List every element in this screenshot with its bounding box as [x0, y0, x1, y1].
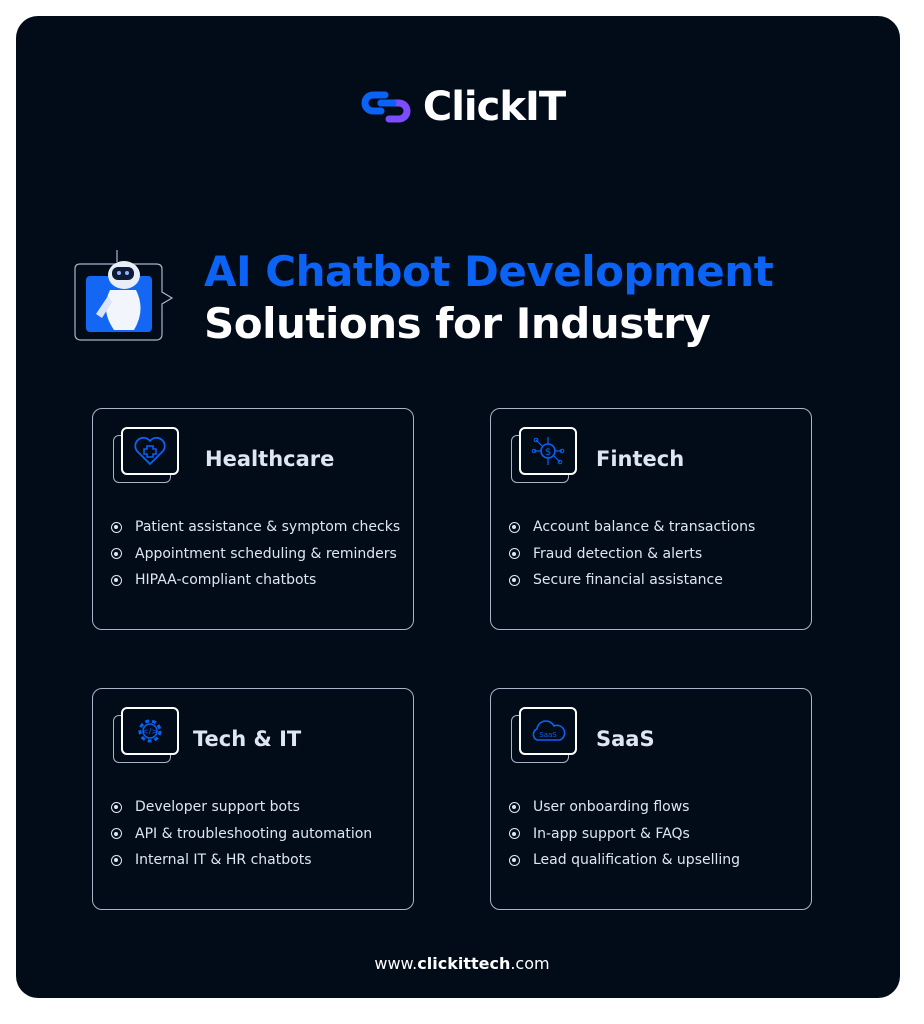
- bullet-icon: [111, 828, 122, 840]
- chatbot-robot-icon: [74, 250, 174, 341]
- bullet-icon: [111, 548, 122, 560]
- bullet-icon: [509, 574, 520, 586]
- card-tech-it: </> Tech & IT Developer support bots API…: [92, 688, 414, 910]
- card-title: SaaS: [596, 727, 655, 751]
- footer-prefix: www.: [374, 954, 418, 973]
- item-text: Fraud detection & alerts: [533, 545, 703, 562]
- card-fintech: $ Fintech Account balance & transactions…: [490, 408, 812, 630]
- card-saas: SaaS SaaS User onboarding flows In-app s…: [490, 688, 812, 910]
- bullet-icon: [509, 548, 520, 560]
- card-healthcare: Healthcare Patient assistance & symptom …: [92, 408, 414, 630]
- item-text: Developer support bots: [135, 799, 300, 816]
- item-text: Secure financial assistance: [533, 572, 723, 589]
- item-text: API & troubleshooting automation: [135, 825, 373, 842]
- svg-text:SaaS: SaaS: [539, 731, 557, 739]
- list-item: Fraud detection & alerts: [509, 541, 755, 568]
- infographic-panel: [16, 16, 900, 998]
- list-item: API & troubleshooting automation: [111, 821, 372, 848]
- title-line-1: AI Chatbot Development: [204, 247, 774, 296]
- card-title: Healthcare: [205, 447, 335, 471]
- list-item: Patient assistance & symptom checks: [111, 514, 400, 541]
- card-title: Fintech: [596, 447, 685, 471]
- bullet-icon: [509, 801, 520, 813]
- item-text: User onboarding flows: [533, 799, 690, 816]
- item-text: Patient assistance & symptom checks: [135, 519, 401, 536]
- item-text: HIPAA-compliant chatbots: [135, 572, 317, 589]
- gear-icon: </>: [138, 719, 162, 743]
- item-text: In-app support & FAQs: [533, 825, 690, 842]
- heart-plus-icon: [134, 436, 166, 466]
- list-item: Secure financial assistance: [509, 567, 755, 594]
- list-item: Appointment scheduling & reminders: [111, 541, 400, 568]
- footer-domain: clickittech: [417, 954, 511, 973]
- title-line-2: Solutions for Industry: [204, 299, 711, 348]
- clickit-logo: ClickIT: [0, 84, 924, 130]
- card-title: Tech & IT: [193, 727, 302, 751]
- saas-cloud-icon: SaaS: [532, 720, 566, 741]
- bullet-icon: [111, 801, 122, 813]
- logo-wordmark: ClickIT: [422, 84, 566, 130]
- footer-suffix: .com: [510, 954, 550, 973]
- svg-text:$: $: [545, 447, 551, 458]
- list-item: Internal IT & HR chatbots: [111, 847, 372, 874]
- icon-frame: SaaS: [519, 707, 577, 755]
- bullet-icon: [111, 854, 122, 866]
- list-item: Developer support bots: [111, 794, 372, 821]
- list-item: User onboarding flows: [509, 794, 740, 821]
- bullet-icon: [509, 521, 520, 533]
- item-text: Account balance & transactions: [533, 519, 756, 536]
- list-item: Account balance & transactions: [509, 514, 755, 541]
- svg-text:</>: </>: [142, 727, 158, 736]
- list-item: Lead qualification & upselling: [509, 847, 740, 874]
- bullet-icon: [509, 854, 520, 866]
- bullet-icon: [111, 521, 122, 533]
- list-item: HIPAA-compliant chatbots: [111, 567, 400, 594]
- link-logo-icon: [361, 91, 411, 123]
- item-text: Internal IT & HR chatbots: [135, 852, 312, 869]
- dollar-circuit-icon: $: [531, 437, 565, 465]
- bullet-icon: [111, 574, 122, 586]
- bullet-icon: [509, 828, 520, 840]
- item-text: Lead qualification & upselling: [533, 852, 741, 869]
- icon-frame: $: [519, 427, 577, 475]
- icon-frame: </>: [121, 707, 179, 755]
- page-title: AI Chatbot Development Solutions for Ind…: [204, 246, 774, 350]
- item-text: Appointment scheduling & reminders: [135, 545, 397, 562]
- list-item: In-app support & FAQs: [509, 821, 740, 848]
- icon-frame: [121, 427, 179, 475]
- website-link[interactable]: www.clickittech.com: [0, 954, 924, 973]
